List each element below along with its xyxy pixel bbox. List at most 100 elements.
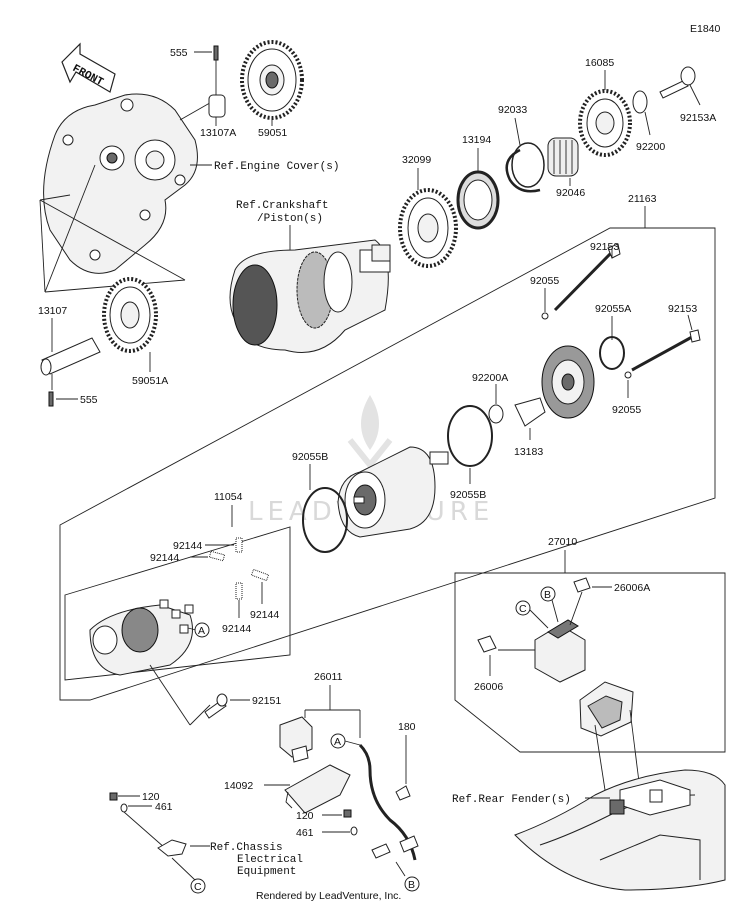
label-92033: 92033: [498, 104, 527, 116]
starter-end-cover: [541, 345, 595, 419]
label-92144-a: 92144: [173, 540, 202, 552]
gear-16085: [578, 89, 632, 157]
connector-a-brush-label: A: [198, 625, 205, 637]
bolt-120-a: [109, 792, 118, 801]
ref-chassis-3: Equipment: [237, 866, 296, 878]
starter-relay-27010: [534, 619, 586, 683]
ref-engine-cover: Ref.Engine Cover(s): [214, 161, 339, 173]
engine-cover: [43, 93, 198, 274]
label-13183: 13183: [514, 446, 543, 458]
label-59051: 59051: [258, 127, 287, 139]
footer-credit: Rendered by LeadVenture, Inc.: [256, 890, 401, 902]
label-92200: 92200: [636, 141, 665, 153]
spring-92144-b: [208, 550, 226, 562]
connector-b-relay: [540, 586, 556, 602]
clutch-13194: [456, 170, 500, 230]
bolt-92153A: [659, 66, 696, 99]
washer-92200: [632, 90, 648, 114]
label-26006: 26006: [474, 681, 503, 693]
label-92046: 92046: [556, 187, 585, 199]
rear-fender: [514, 769, 726, 891]
spring-92144-d: [250, 568, 270, 582]
gear-32099: [398, 188, 458, 268]
ref-crankshaft-1: Ref.Crankshaft: [236, 200, 328, 212]
label-555-bottom: 555: [80, 394, 98, 406]
shaft-13107: [40, 337, 101, 376]
oring-92055B-b: [447, 405, 493, 467]
brush-holder: [89, 599, 194, 676]
label-92144-b: 92144: [150, 552, 179, 564]
label-13107A: 13107A: [200, 127, 236, 139]
relay-rubber-cover: [579, 681, 634, 737]
circlip-92033: [505, 148, 541, 193]
oring-92055A: [599, 336, 625, 370]
shaft-13107A: [208, 94, 226, 118]
plate-13183: [514, 397, 546, 427]
front-arrow-icon: FRONT: [61, 42, 116, 93]
bolt-92153-b: [631, 335, 693, 372]
label-92055B-b: 92055B: [450, 489, 486, 501]
bearing-92046: [547, 137, 579, 177]
connector-b-cable: [404, 876, 420, 892]
label-26011: 26011: [314, 671, 343, 683]
connector-c-relay-label: C: [519, 603, 527, 615]
connector-a-brush: [194, 622, 210, 638]
ref-crankshaft-2: /Piston(s): [257, 213, 323, 225]
ref-chassis-2: Electrical: [237, 854, 303, 866]
label-27010: 27010: [548, 536, 577, 548]
cover-14092: [284, 764, 351, 814]
connector-a-cable-label: A: [334, 736, 341, 748]
pin-555-top: [213, 45, 219, 61]
label-59051A: 59051A: [132, 375, 168, 387]
label-13194: 13194: [462, 134, 491, 146]
label-11054: 11054: [214, 491, 243, 503]
label-461-b: 461: [296, 827, 314, 839]
ref-chassis-1: Ref.Chassis: [210, 842, 283, 854]
kit-frame-27010: [454, 572, 726, 753]
spring-92144-a: [235, 537, 243, 553]
relay-26011: [279, 716, 313, 763]
pin-555-bottom: [48, 391, 54, 407]
label-92200A: 92200A: [472, 372, 508, 384]
kit-frame-11054: [64, 526, 291, 681]
bolt-92153-a: [553, 250, 614, 312]
label-120-a: 120: [142, 791, 160, 803]
washer-461-b: [350, 826, 358, 836]
label-92151: 92151: [252, 695, 281, 707]
label-92055-a: 92055: [530, 275, 559, 287]
cable-26011: [358, 743, 417, 861]
label-92153-b: 92153: [668, 303, 697, 315]
label-92144-d: 92144: [250, 609, 279, 621]
connector-c-chassis: [190, 878, 206, 894]
starter-motor: [337, 446, 449, 538]
gear-59051: [240, 40, 304, 120]
connector-c-relay: [515, 600, 531, 616]
label-180: 180: [398, 721, 416, 733]
label-92055-b: 92055: [612, 404, 641, 416]
bolt-92151: [204, 693, 228, 719]
crankshaft: [229, 239, 391, 353]
label-32099: 32099: [402, 154, 431, 166]
label-92144-c: 92144: [222, 623, 251, 635]
label-13107: 13107: [38, 305, 67, 317]
washer-461-a: [120, 803, 128, 813]
label-92055B-a: 92055B: [292, 451, 328, 463]
label-26006A: 26006A: [614, 582, 650, 594]
diagram-code: E1840: [690, 23, 721, 35]
label-14092: 14092: [224, 780, 253, 792]
label-92153-a: 92153: [590, 241, 619, 253]
connector-c-chassis-label: C: [194, 881, 202, 893]
gear-59051A: [102, 277, 158, 353]
label-555-top: 555: [170, 47, 188, 59]
oring-92055B-a: [302, 487, 348, 553]
bolt-120-b: [343, 809, 352, 818]
washer-92200A: [488, 404, 504, 424]
label-21163: 21163: [628, 193, 657, 205]
bolt-180: [395, 785, 411, 801]
connector-b-cable-label: B: [408, 879, 415, 891]
label-16085: 16085: [585, 57, 614, 69]
label-92055A: 92055A: [595, 303, 631, 315]
label-92153A: 92153A: [680, 112, 716, 124]
